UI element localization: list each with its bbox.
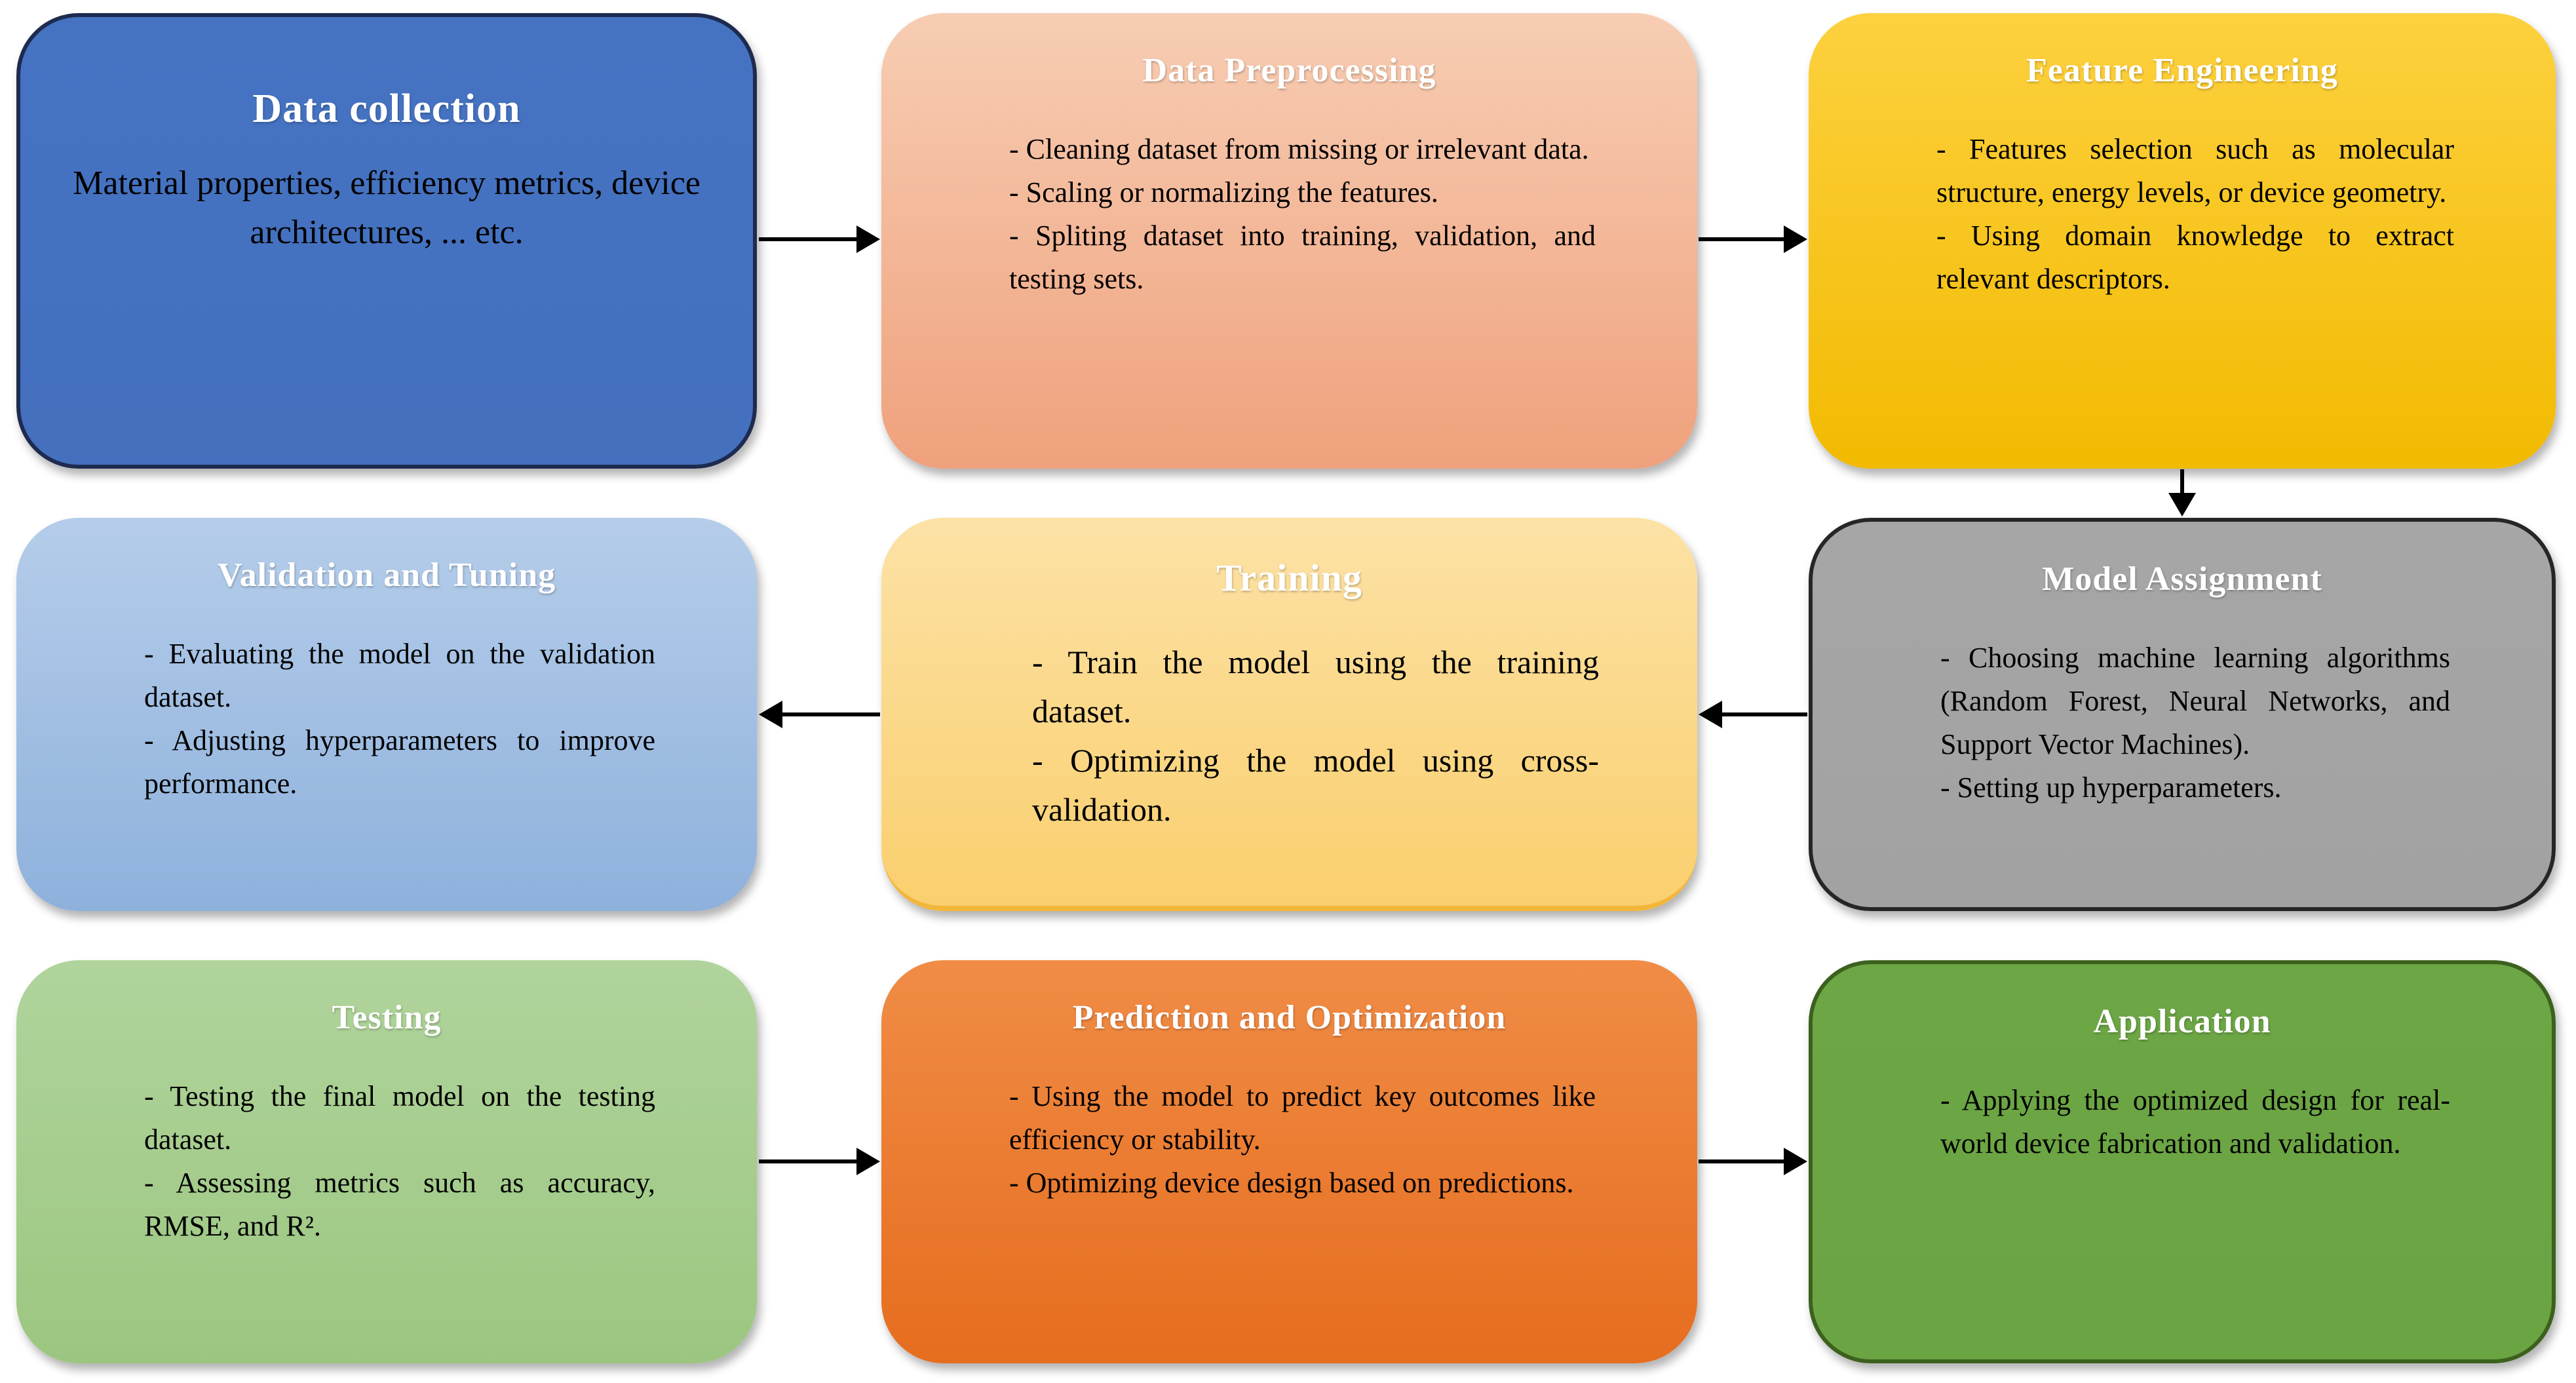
- box-body: - Applying the optimized design for real…: [1813, 1041, 2552, 1165]
- body-line: - Scaling or normalizing the features.: [1009, 176, 1438, 208]
- box-title: Data collection: [252, 87, 521, 131]
- body-line: - Spliting dataset into training, valida…: [1009, 220, 1596, 295]
- box-body: Material properties, efficiency metrics,…: [20, 132, 753, 258]
- body-line: - Assessing metrics such as accuracy, RM…: [144, 1167, 655, 1242]
- box-testing: Testing - Testing the final model on the…: [16, 960, 757, 1363]
- box-data-collection: Data collection Material properties, eff…: [16, 13, 757, 469]
- arrow-prediction-to-application-icon: [1699, 1143, 1807, 1180]
- body-line: - Optimizing device design based on pred…: [1009, 1167, 1574, 1199]
- body-line: - Train the model using the training dat…: [1032, 644, 1599, 730]
- box-validation-and-tuning: Validation and Tuning - Evaluating the m…: [16, 518, 757, 911]
- body-line: - Applying the optimized design for real…: [1940, 1084, 2450, 1159]
- box-body: - Train the model using the training dat…: [881, 600, 1697, 834]
- body-line: - Using the model to predict key outcome…: [1009, 1080, 1596, 1156]
- body-line: - Choosing machine learning algorithms (…: [1940, 642, 2450, 760]
- box-title: Training: [1216, 556, 1362, 599]
- body-line: - Optimizing the model using cross-valid…: [1032, 742, 1599, 828]
- box-prediction-and-optimization: Prediction and Optimization - Using the …: [881, 960, 1697, 1363]
- box-body: - Cleaning dataset from missing or irrel…: [881, 90, 1697, 301]
- box-body: - Evaluating the model on the validation…: [16, 594, 757, 806]
- arrow-datacollection-to-preprocessing-icon: [759, 221, 880, 258]
- body-line: - Testing the final model on the testing…: [144, 1080, 655, 1156]
- body-line: - Using domain knowledge to extract rele…: [1936, 220, 2454, 295]
- body-line: - Setting up hyperparameters.: [1940, 771, 2282, 804]
- arrow-testing-to-prediction-icon: [759, 1143, 880, 1180]
- box-body: - Features selection such as molecular s…: [1809, 90, 2556, 301]
- box-title: Data Preprocessing: [1142, 52, 1436, 89]
- body-line: - Adjusting hyperparameters to improve p…: [144, 724, 655, 800]
- box-title: Feature Engineering: [2026, 52, 2338, 89]
- box-title: Validation and Tuning: [217, 556, 556, 594]
- box-title: Testing: [332, 999, 442, 1036]
- box-training: Training - Train the model using the tra…: [881, 518, 1697, 911]
- box-body: - Testing the final model on the testing…: [16, 1037, 757, 1248]
- arrow-featureengineering-to-modelassignment-icon: [2164, 469, 2201, 516]
- body-line: - Features selection such as molecular s…: [1936, 133, 2454, 208]
- body-line: - Evaluating the model on the validation…: [144, 638, 655, 713]
- box-application: Application - Applying the optimized des…: [1809, 960, 2556, 1363]
- box-feature-engineering: Feature Engineering - Features selection…: [1809, 13, 2556, 469]
- box-body: - Using the model to predict key outcome…: [881, 1037, 1697, 1205]
- body-line: Material properties, efficiency metrics,…: [73, 165, 701, 252]
- box-title: Application: [2093, 1003, 2271, 1040]
- body-line: - Cleaning dataset from missing or irrel…: [1009, 133, 1589, 165]
- box-data-preprocessing: Data Preprocessing - Cleaning dataset fr…: [881, 13, 1697, 469]
- box-title: Model Assignment: [2042, 560, 2322, 598]
- box-body: - Choosing machine learning algorithms (…: [1813, 598, 2552, 809]
- box-title: Prediction and Optimization: [1072, 999, 1507, 1036]
- arrow-preprocessing-to-featureengineering-icon: [1699, 221, 1807, 258]
- arrow-training-to-validation-icon: [759, 696, 880, 733]
- arrow-modelassignment-to-training-icon: [1699, 696, 1807, 733]
- box-model-assignment: Model Assignment - Choosing machine lear…: [1809, 518, 2556, 911]
